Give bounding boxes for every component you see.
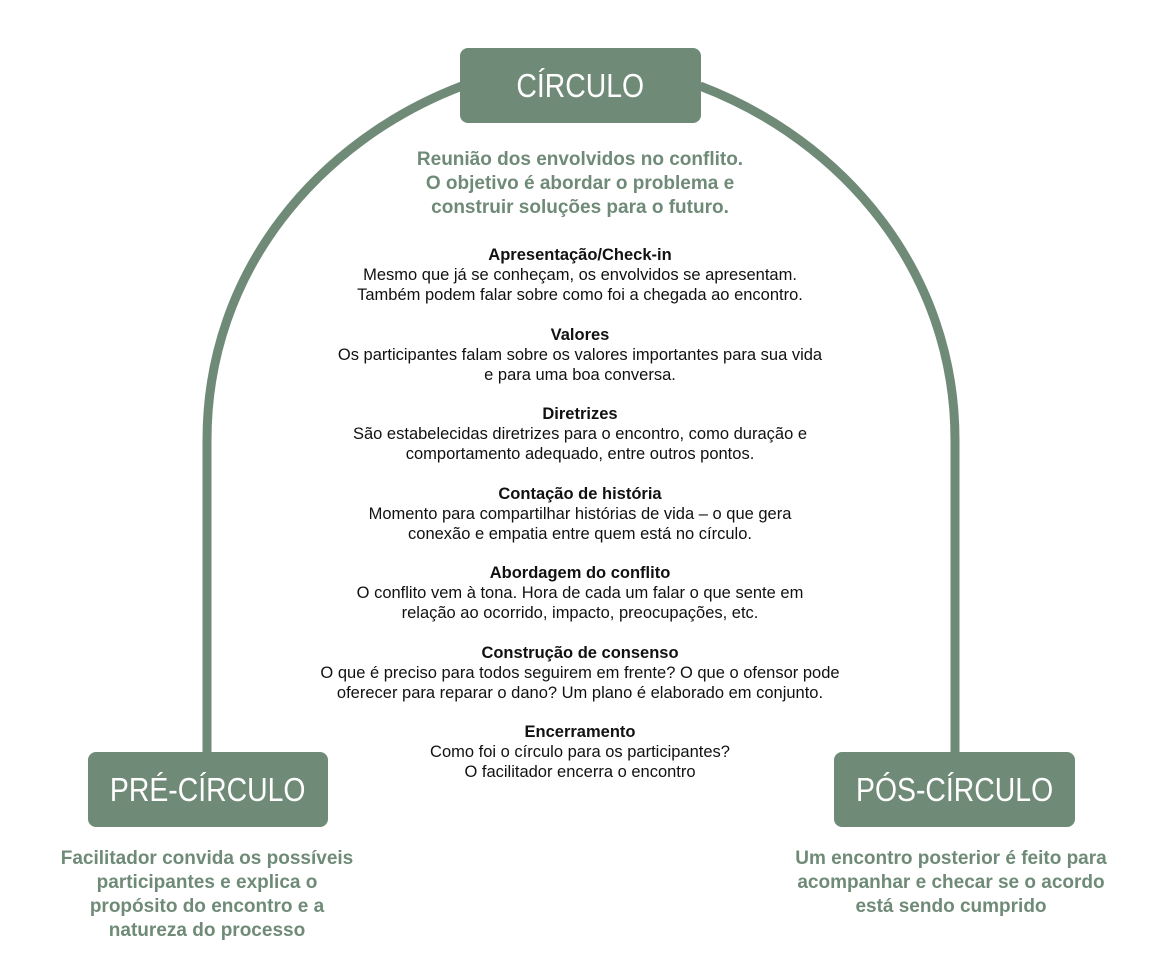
- pre-circulo-desc: Facilitador convida os possíveis partici…: [60, 848, 354, 941]
- pre-circulo-badge: PRÉ-CÍRCULO: [88, 752, 328, 827]
- step-title: Valores: [550, 325, 610, 344]
- circulo-badge: CÍRCULO: [460, 48, 701, 123]
- step-desc: Mesmo que já se conheçam, os envolvidos …: [357, 266, 803, 304]
- step-title: Abordagem do conflito: [489, 564, 671, 582]
- step-valores: Valores Os participantes falam sobre os …: [260, 325, 900, 385]
- step-contacao: Contação de história Momento para compar…: [260, 484, 900, 544]
- step-diretrizes: Diretrizes São estabelecidas diretrizes …: [260, 404, 900, 464]
- step-desc: São estabelecidas diretrizes para o enco…: [352, 425, 808, 463]
- step-title: Apresentação/Check-in: [488, 246, 672, 264]
- pre-circulo-label: PRÉ-CÍRCULO: [110, 770, 306, 808]
- circulo-intro: Reunião dos envolvidos no conflito. O ob…: [416, 149, 744, 218]
- step-title: Diretrizes: [542, 405, 618, 423]
- step-desc: Momento para compartilhar histórias de v…: [368, 504, 792, 543]
- circulo-steps: Apresentação/Check-in Mesmo que já se co…: [260, 245, 900, 802]
- pos-circulo-desc: Um encontro posterior é feito para acomp…: [795, 848, 1107, 917]
- step-title: Contação de história: [498, 484, 662, 503]
- step-consenso: Construção de consenso O que é preciso p…: [260, 643, 900, 703]
- pos-circulo-label: PÓS-CÍRCULO: [855, 770, 1054, 808]
- step-title: Construção de consenso: [481, 643, 679, 662]
- step-desc: O conflito vem à tona. Hora de cada um f…: [356, 584, 804, 622]
- step-title: Encerramento: [524, 723, 636, 741]
- circulo-label: CÍRCULO: [516, 66, 645, 104]
- step-checkin: Apresentação/Check-in Mesmo que já se co…: [260, 245, 900, 305]
- step-desc: Como foi o círculo para os participantes…: [430, 743, 730, 781]
- step-abordagem: Abordagem do conflito O conflito vem à t…: [260, 563, 900, 623]
- step-encerramento: Encerramento Como foi o círculo para os …: [260, 722, 900, 782]
- step-desc: Os participantes falam sobre os valores …: [337, 345, 823, 384]
- step-desc: O que é preciso para todos seguirem em f…: [320, 663, 840, 702]
- pos-circulo-badge: PÓS-CÍRCULO: [834, 752, 1075, 827]
